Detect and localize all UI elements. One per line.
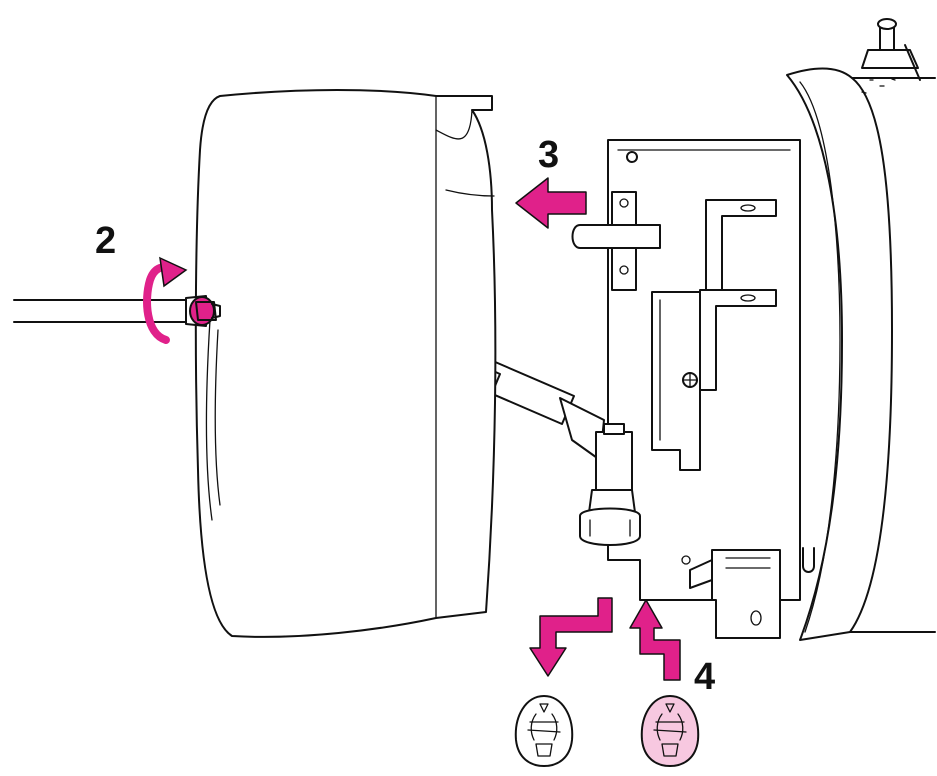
insert-bulb-arrow-icon bbox=[629, 599, 681, 681]
step-label-4: 4 bbox=[694, 656, 716, 698]
step-label-3: 3 bbox=[538, 134, 560, 176]
remove-bulb-arrow-icon bbox=[529, 597, 613, 677]
old-bulb-icon bbox=[514, 694, 574, 768]
pull-arrow-icon bbox=[515, 177, 587, 229]
new-bulb-icon bbox=[640, 694, 700, 768]
headlamp-housing bbox=[786, 18, 936, 641]
screwdriver-icon bbox=[13, 295, 221, 327]
bracket-plate bbox=[571, 139, 801, 639]
rotate-arrow-icon bbox=[143, 256, 188, 344]
headlamp-cover bbox=[194, 89, 497, 638]
step-label-2: 2 bbox=[95, 220, 117, 262]
